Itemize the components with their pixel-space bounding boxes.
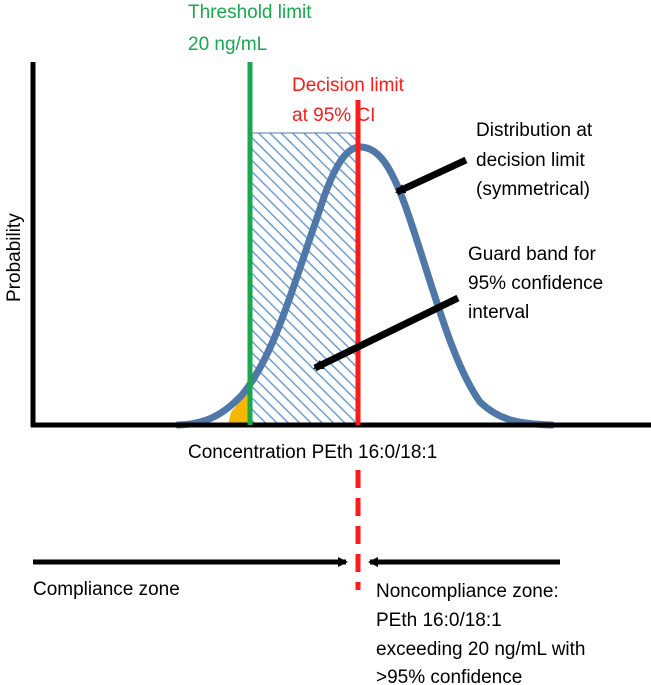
threshold-label-line1: Threshold limit [188, 2, 312, 23]
guard-band-label-line3: interval [468, 302, 529, 323]
distribution-label-line1: Distribution at [476, 120, 593, 141]
distribution-arrow [395, 156, 468, 196]
noncompliance-label-line1: Noncompliance zone: [376, 581, 559, 602]
distribution-label-line2: decision limit [476, 150, 585, 171]
guard-band-arrow [313, 294, 460, 372]
noncompliance-label-line4: >95% confidence [376, 667, 522, 685]
guard-band-label-line2: 95% confidence [468, 273, 603, 294]
distribution-label-line3: (symmetrical) [476, 179, 590, 200]
x-axis-label: Concentration PEth 16:0/18:1 [188, 442, 437, 463]
guard-band-area [250, 132, 359, 426]
noncompliance-label-line3: exceeding 20 ng/mL with [376, 639, 585, 660]
threshold-label-line2: 20 ng/mL [188, 34, 267, 55]
guard-band-label-line1: Guard band for [468, 244, 596, 265]
noncompliance-label-line2: PEth 16:0/18:1 [376, 610, 502, 631]
compliance-zone-label: Compliance zone [33, 579, 180, 600]
decision-label-line2: at 95% CI [292, 105, 375, 126]
y-axis-label: Probability [4, 213, 25, 302]
decision-label-line1: Decision limit [292, 75, 405, 96]
